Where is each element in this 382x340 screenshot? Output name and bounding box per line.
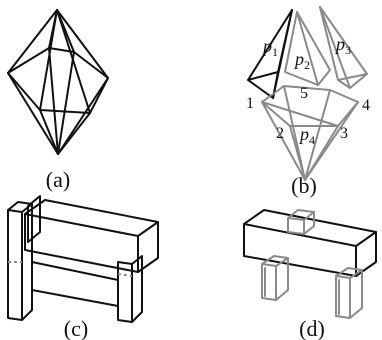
right-leg-side — [131, 255, 143, 323]
bipyramid-edge — [57, 51, 75, 155]
label-p3: p3 — [334, 34, 351, 57]
right-part-side — [349, 269, 363, 319]
right-part-top — [335, 267, 363, 277]
caption-c: (c) — [64, 316, 88, 340]
lower-pyramid-edge — [304, 89, 331, 181]
vertex-5: 5 — [300, 85, 308, 102]
piece-p3-edge — [337, 79, 351, 89]
caption-d: (d) — [299, 316, 325, 340]
panel-a-bipyramid — [7, 9, 109, 155]
caption-b: (b) — [291, 173, 317, 198]
panel-c-table — [7, 195, 159, 323]
lower-pyramid-edge — [261, 101, 306, 181]
vertex-2: 2 — [276, 125, 284, 142]
piece-p3 — [319, 6, 368, 89]
bipyramid-edge — [48, 9, 58, 49]
left-leg-front — [7, 209, 23, 321]
lower-rail — [31, 289, 119, 307]
table-top-face — [24, 199, 159, 237]
caption-a: (a) — [46, 167, 70, 192]
vertex-3: 3 — [340, 125, 348, 142]
joint-dash — [117, 273, 133, 277]
bipyramid-edge — [48, 47, 59, 155]
label-p1: p1 — [261, 36, 278, 59]
panel-d-exploded — [243, 209, 377, 319]
left-stub — [27, 195, 41, 243]
bipyramid-edge — [39, 109, 59, 155]
lower-pyramid-edge — [283, 85, 306, 181]
vertex-4: 4 — [362, 97, 370, 114]
bipyramid-edge — [56, 9, 75, 53]
label-p4: p4 — [298, 124, 315, 147]
piece-p2-edge — [296, 11, 319, 86]
left-part-top — [261, 255, 289, 265]
lower-pyramid-edge — [304, 125, 339, 181]
slab-front — [243, 223, 357, 277]
table-top-front — [24, 213, 139, 273]
bipyramid-edge — [56, 9, 109, 79]
bipyramid-edge — [7, 72, 59, 155]
left-part-side — [275, 257, 289, 301]
connector-side — [303, 211, 315, 235]
vertex-1: 1 — [246, 95, 254, 112]
table-top-side — [137, 221, 159, 273]
bipyramid-edge — [7, 9, 58, 74]
left-leg-top — [7, 201, 33, 211]
lower-pyramid-diagonal — [261, 101, 339, 127]
lower-rail — [31, 261, 119, 281]
label-p2: p2 — [293, 49, 310, 72]
bipyramid-edge — [57, 112, 91, 155]
panel-b-decomposition — [247, 6, 368, 181]
connector-front — [287, 217, 305, 235]
bipyramid-edge — [57, 77, 109, 155]
